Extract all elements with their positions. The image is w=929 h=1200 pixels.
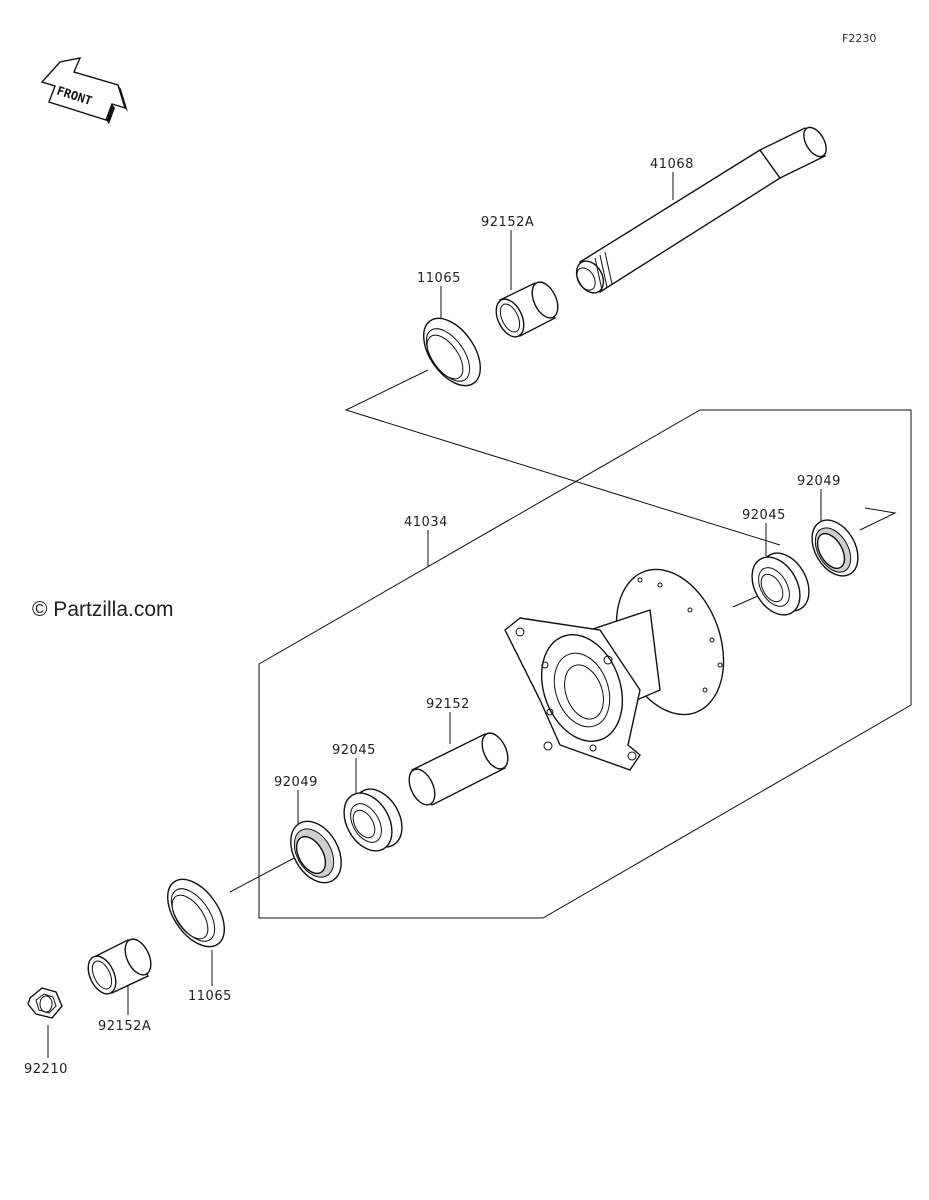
seal-92049-left	[290, 820, 342, 884]
axle-shaft-41068	[575, 126, 827, 294]
bracket-line	[859, 507, 897, 531]
bearing-92045-right	[751, 552, 810, 616]
diagram-code: F2230	[842, 32, 876, 45]
seal-92049-right	[811, 519, 859, 577]
part-label-41068: 41068	[650, 157, 694, 172]
part-label-92049-left: 92049	[274, 775, 318, 790]
part-label-92152: 92152	[426, 697, 470, 712]
watermark: © Partzilla.com	[32, 598, 174, 621]
oil-seal-11065-top	[423, 317, 481, 387]
part-label-92210: 92210	[24, 1062, 68, 1077]
axle-line-top	[344, 369, 781, 546]
axle-line-bottom	[229, 856, 297, 893]
front-arrow-icon: FRONT	[40, 57, 128, 124]
part-label-11065-bottom: 11065	[188, 989, 232, 1004]
part-label-92152A-top: 92152A	[481, 215, 534, 230]
oil-seal-11065-bottom	[167, 878, 225, 948]
collar-92152A-top	[495, 281, 559, 338]
part-label-11065-top: 11065	[417, 271, 461, 286]
part-label-92045-left: 92045	[332, 743, 376, 758]
spacer-92152	[408, 732, 509, 806]
part-label-92152A-bottom: 92152A	[98, 1019, 151, 1034]
part-label-92049-right: 92049	[797, 474, 841, 489]
bearing-92045-left	[343, 788, 403, 852]
collar-92152A-bottom	[87, 938, 152, 995]
part-label-41034: 41034	[404, 515, 448, 530]
wheel-hub-41034	[504, 568, 725, 771]
axle-line-right	[732, 594, 761, 608]
hub-assembly-outline	[258, 409, 912, 919]
part-label-92045-right: 92045	[742, 508, 786, 523]
nut-92210	[27, 987, 63, 1019]
